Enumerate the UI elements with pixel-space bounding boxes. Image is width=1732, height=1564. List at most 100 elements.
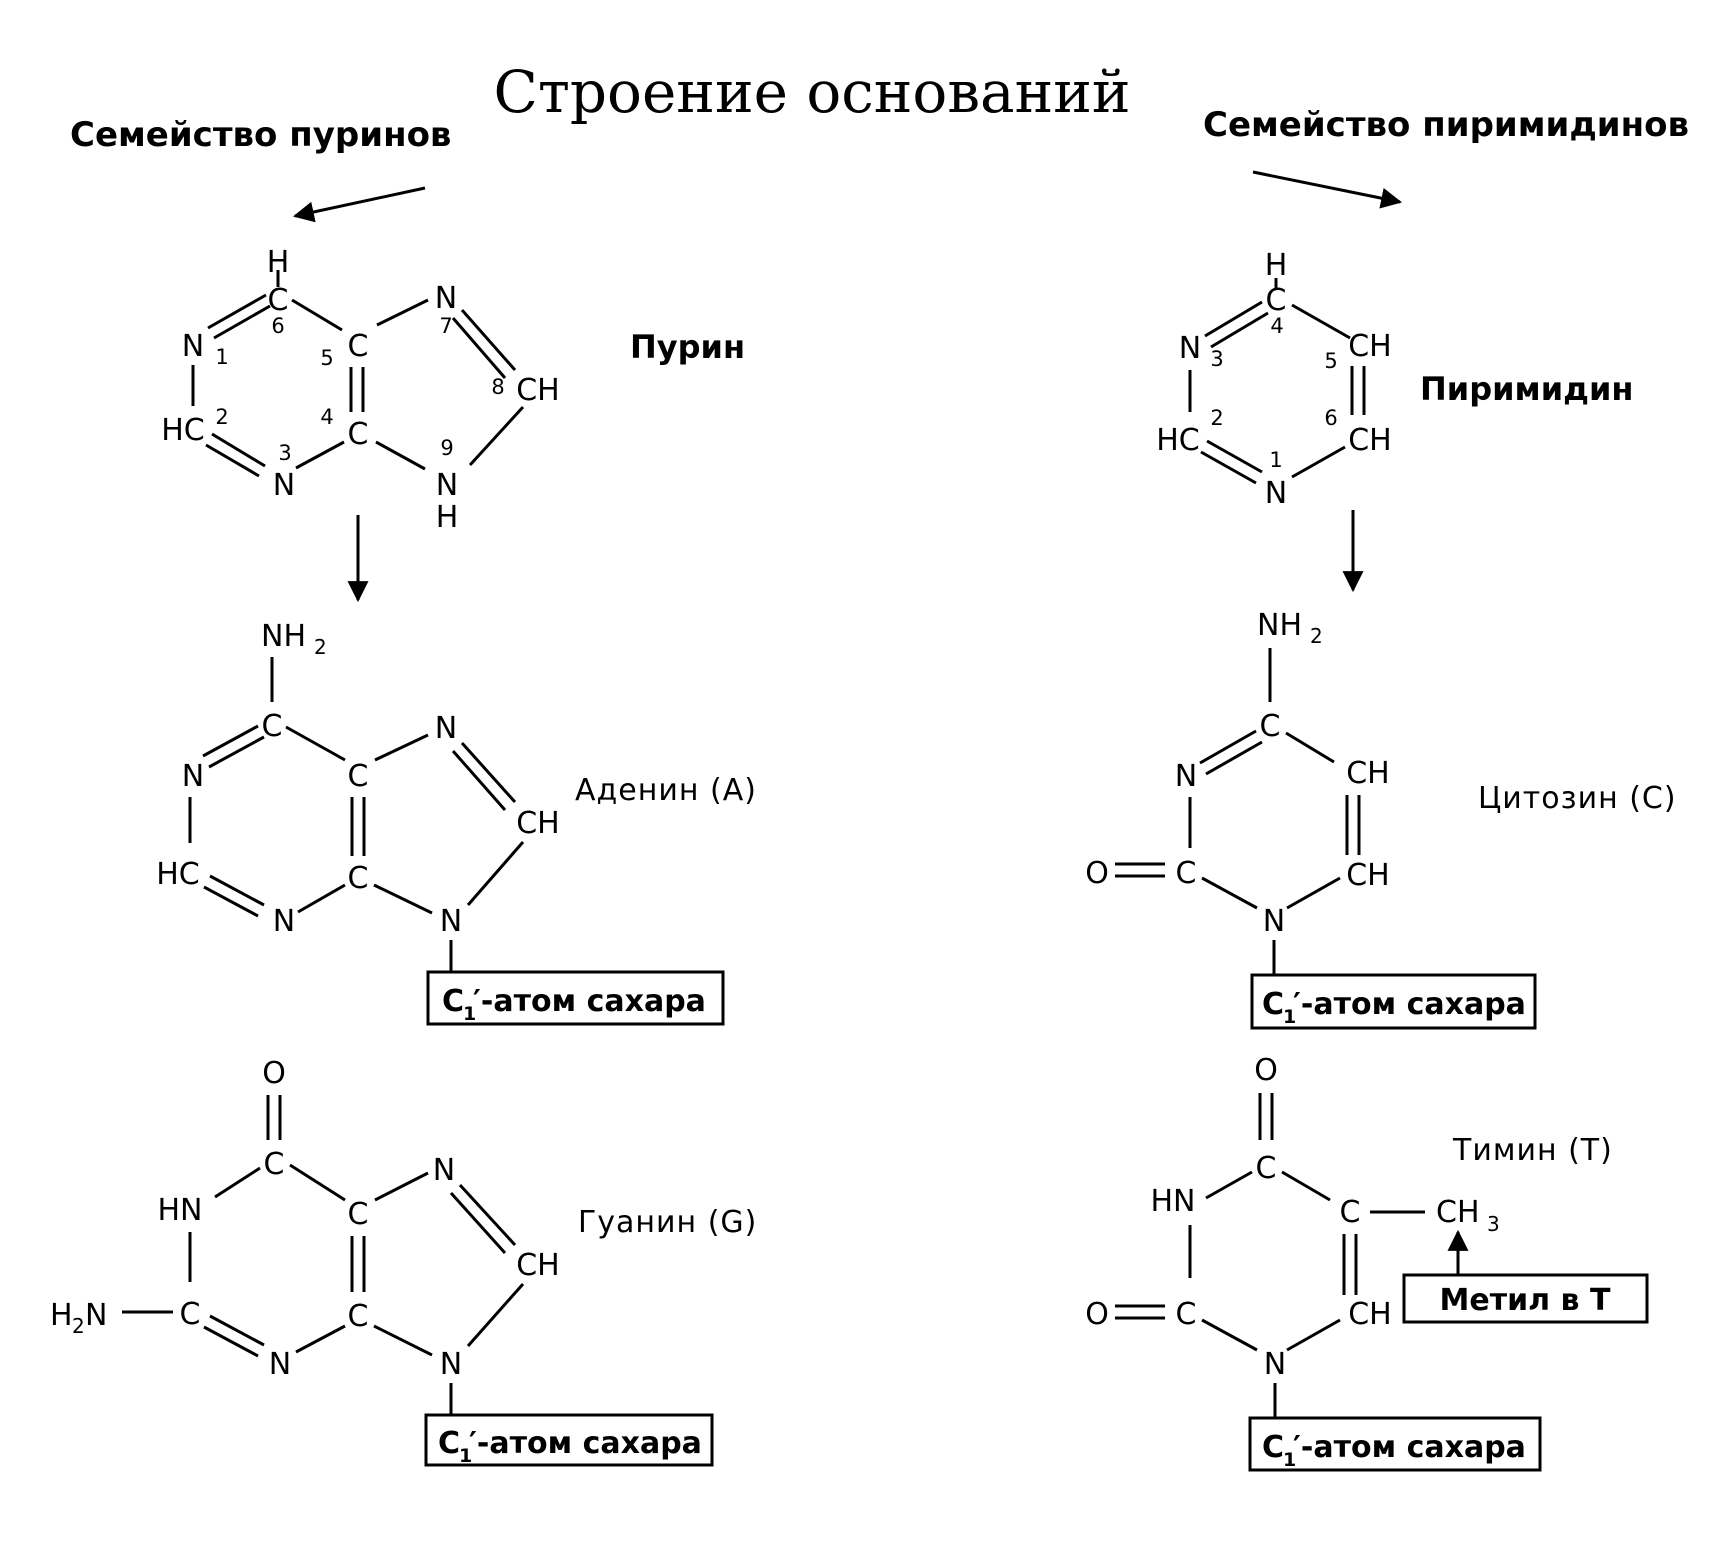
atom-H9: H [436,500,459,535]
purine-family-arrow [292,186,426,223]
atom-N: N [433,1153,455,1188]
ring-number: 1 [1269,448,1282,472]
ring-number: 4 [320,405,333,429]
guanine-structure: O C HN C N CH H 2 N C C N N C 1 ′-ато [50,1056,714,1467]
atom-N: N [435,711,457,746]
atom-N: N [269,1347,291,1382]
pyrimidine-family-label: Семейство пиримидинов [1203,105,1689,145]
sugar-subscript: 1 [459,1445,472,1467]
atom-H2N-H: H [50,1298,73,1333]
sugar-c1-box: C 1 ′-атом сахара [1248,1416,1542,1472]
atom-C6: C [268,283,289,318]
adenine-structure: NH 2 C N C N CH HC C N N C 1 ′-атом саха… [156,619,725,1026]
atom-C: C [348,1299,369,1334]
atom-N: N [1175,759,1197,794]
pyrimidine-family-arrow [1252,170,1403,209]
subscript-3: 3 [1487,1212,1500,1236]
ring-number: 3 [278,441,291,465]
atom-NH2: NH [261,619,306,654]
purine-name: Пурин [630,328,745,366]
sugar-subscript: 1 [1283,1449,1296,1471]
sugar-c1-box: C 1 ′-атом сахара [1250,973,1537,1030]
atom-CH: CH [516,1248,560,1283]
atom-O: O [1085,856,1109,891]
thymine-structure: O C HN C CH 3 O C CH N C 1 ′-атом сахара [1085,1053,1649,1472]
ring-number: 2 [1210,406,1223,430]
atom-CH: CH [516,806,560,841]
guanine-name: Гуанин (G) [578,1205,757,1240]
sugar-c: C [442,984,464,1019]
atom-C: C [348,861,369,896]
atom-C: C [264,1147,285,1182]
sugar-subscript: 1 [1283,1006,1296,1028]
cytosine-name: Цитозин (С) [1478,781,1677,816]
atom-C: C [348,1197,369,1232]
ring-number: 4 [1270,314,1283,338]
atom-H: H [267,245,290,280]
atom-N: N [440,904,462,939]
atom-C4: C [348,417,369,452]
ring-number: 1 [215,345,228,369]
ring-number: 2 [215,405,228,429]
atom-C: C [1176,856,1197,891]
subscript-2: 2 [72,1314,85,1338]
atom-C5: C [348,329,369,364]
sugar-suffix: ′-атом сахара [1293,1430,1526,1465]
atom-CH: CH [1346,858,1390,893]
atom-C: C [1340,1195,1361,1230]
ring-number: 9 [440,436,453,460]
atom-C2H: HC [161,413,205,448]
atom-O: O [262,1056,286,1091]
atom-N3: N [273,468,295,503]
atom-CH: CH [1348,1297,1392,1332]
ring-number: 5 [320,346,333,370]
atom-N1: N [1265,476,1287,511]
atom-N: N [273,904,295,939]
atom-N: N [182,759,204,794]
atom-C: C [1176,1297,1197,1332]
sugar-c1-box: C 1 ′-атом сахара [426,970,725,1026]
purine-structure: H C N C N CH HC C N N H 1 2 3 4 5 6 7 8 … [161,245,560,535]
cytosine-structure: NH 2 C N CH O C CH N C 1 ′-атом сахара [1085,608,1537,1030]
atom-N3: N [1179,331,1201,366]
atom-O: O [1254,1053,1278,1088]
atom-N: N [1264,1347,1286,1382]
atom-C6H: CH [1348,423,1392,458]
purine-family-label: Семейство пуринов [70,115,451,155]
sugar-suffix: ′-атом сахара [1293,987,1526,1022]
atom-HC: HC [156,857,200,892]
subscript-2: 2 [1310,624,1323,648]
pyrimidine-structure: H C N CH HC CH N 4 3 2 1 5 6 [1156,248,1392,511]
sugar-suffix: ′-атом сахара [473,984,706,1019]
sugar-suffix: ′-атом сахара [469,1426,702,1461]
atom-N: N [1263,904,1285,939]
ring-number: 6 [1324,406,1337,430]
atom-C: C [348,759,369,794]
sugar-c: C [1262,1430,1284,1465]
atom-NH2: NH [1257,608,1302,643]
atom-H: H [1265,248,1288,283]
thymine-name: Тимин (Т) [1452,1133,1613,1168]
atom-C2H: HC [1156,423,1200,458]
atom-C: C [262,709,283,744]
ring-number: 3 [1210,347,1223,371]
atom-CH3: CH [1436,1195,1480,1230]
ring-number: 6 [271,314,284,338]
atom-C5H: CH [1348,329,1392,364]
sugar-c: C [438,1426,460,1461]
ring-number: 8 [491,375,504,399]
sugar-c: C [1262,987,1284,1022]
atom-H2N-N: N [85,1298,107,1333]
adenine-name: Аденин (А) [575,773,757,808]
atom-N9: N [436,468,458,503]
atom-HN: HN [158,1193,203,1228]
methyl-label: Метил в Т [1440,1283,1611,1318]
atom-N7: N [435,281,457,316]
pyrimidine-name: Пиримидин [1420,370,1633,408]
atom-O: O [1085,1297,1109,1332]
atom-C: C [1256,1151,1277,1186]
atom-C: C [1260,709,1281,744]
methyl-box: Метил в Т [1402,1273,1649,1324]
atom-N1: N [182,329,204,364]
